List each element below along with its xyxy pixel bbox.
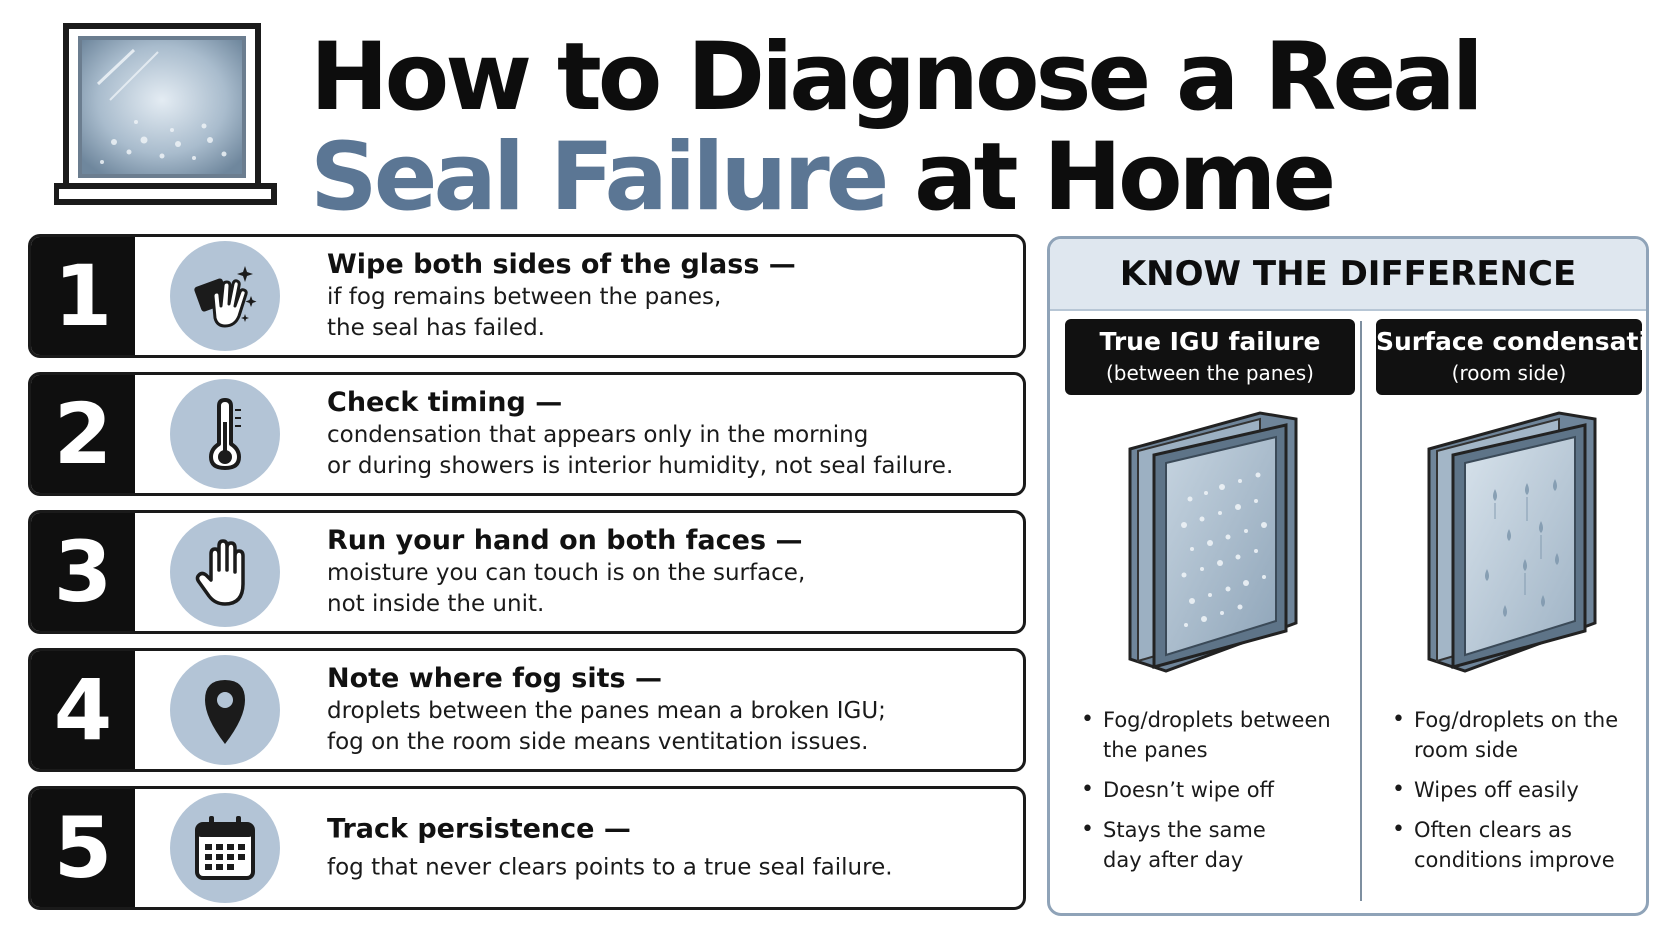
calendar-icon <box>170 793 280 903</box>
condensation-pane-icon <box>1427 411 1597 673</box>
bullet-line: day after day <box>1103 848 1244 872</box>
bullet-item: Stays the same day after day <box>1079 815 1355 875</box>
step-number: 4 <box>31 651 135 769</box>
bullet-item: Often clears as conditions improve <box>1390 815 1642 875</box>
step-body-line: the seal has failed. <box>327 315 545 341</box>
know-the-difference-panel: KNOW THE DIFFERENCE True IGU failure (be… <box>1047 236 1649 916</box>
column-bullets: Fog/droplets between the panes Doesn’t wi… <box>1065 705 1355 875</box>
hand-icon <box>170 517 280 627</box>
bullet-item: Doesn’t wipe off <box>1079 775 1355 805</box>
step-heading: Note where fog sits — <box>327 663 662 694</box>
step-5: 5 Track persistence — fog that never cle… <box>28 786 1026 910</box>
step-heading: Wipe both sides of the glass — <box>327 249 796 280</box>
step-body-line: fog that never clears points to a true s… <box>327 854 893 881</box>
step-heading: Run your hand on both faces — <box>327 525 803 556</box>
step-text: Run your hand on both faces — moisture y… <box>327 524 1017 620</box>
location-pin-icon <box>170 655 280 765</box>
step-text: Note where fog sits — droplets between t… <box>327 662 1017 758</box>
step-body: if fog remains between the panes, the se… <box>327 282 1017 344</box>
column-title: True IGU failure <box>1099 327 1321 356</box>
page-title: How to Diagnose a Real Seal Failure at H… <box>310 28 1650 228</box>
step-number: 3 <box>31 513 135 631</box>
title-accent: Seal Failure <box>310 123 889 232</box>
bullet-line: Often clears as <box>1414 818 1572 842</box>
bullet-item: Wipes off easily <box>1390 775 1642 805</box>
column-divider <box>1360 321 1362 901</box>
step-body-line: fog on the room side means ventitation i… <box>327 729 869 755</box>
bullet-item: Fog/droplets between the panes <box>1079 705 1355 765</box>
bullet-line: conditions improve <box>1414 848 1615 872</box>
column-bullets: Fog/droplets on the room side Wipes off e… <box>1376 705 1642 875</box>
step-text: Wipe both sides of the glass — if fog re… <box>327 248 1017 344</box>
step-heading: Check timing — <box>327 387 563 418</box>
column-subtitle: (room side) <box>1451 361 1567 385</box>
title-line-2: Seal Failure at Home <box>310 128 1650 228</box>
bullet-line: Doesn’t wipe off <box>1103 778 1275 802</box>
wiping-hand-icon <box>170 241 280 351</box>
step-1: 1 Wipe both sides of the glass — if fog … <box>28 234 1026 358</box>
step-body-line: if fog remains between the panes, <box>327 284 722 310</box>
bullet-line: Stays the same <box>1103 818 1266 842</box>
foggy-window-icon <box>54 23 277 205</box>
bullet-line: Fog/droplets on the <box>1414 708 1619 732</box>
step-body-line: not inside the unit. <box>327 591 545 617</box>
step-3: 3 Run your hand on both faces — moisture… <box>28 510 1026 634</box>
bullet-line: Wipes off easily <box>1414 778 1579 802</box>
step-body-line: or during showers is interior humidity, … <box>327 453 954 479</box>
step-4: 4 Note where fog sits — droplets between… <box>28 648 1026 772</box>
step-body-line: droplets between the panes mean a broken… <box>327 698 886 724</box>
column-title: Surface condensation <box>1376 327 1648 356</box>
bullet-line: the panes <box>1103 738 1208 762</box>
column-label: True IGU failure (between the panes) <box>1065 319 1355 395</box>
step-body: droplets between the panes mean a broken… <box>327 696 1017 758</box>
thermometer-icon <box>170 379 280 489</box>
bullet-line: room side <box>1414 738 1519 762</box>
step-body: moisture you can touch is on the surface… <box>327 558 1017 620</box>
step-number: 5 <box>31 789 135 907</box>
title-rest: at Home <box>885 123 1336 232</box>
step-text: Check timing — condensation that appears… <box>327 386 1017 482</box>
step-body-line: moisture you can touch is on the surface… <box>327 560 806 586</box>
column-label: Surface condensation (room side) <box>1376 319 1648 395</box>
title-line-1: How to Diagnose a Real <box>310 23 1484 132</box>
step-2: 2 Check timing — condensation that appea… <box>28 372 1026 496</box>
column-surface-condensation: Surface condensation (room side) <box>1376 319 1648 885</box>
step-body-line: condensation that appears only in the mo… <box>327 422 869 448</box>
step-body: condensation that appears only in the mo… <box>327 420 1017 482</box>
step-text: Track persistence — fog that never clear… <box>327 813 1017 884</box>
bullet-item: Fog/droplets on the room side <box>1390 705 1642 765</box>
step-number: 2 <box>31 375 135 493</box>
panel-heading: KNOW THE DIFFERENCE <box>1050 239 1646 311</box>
step-number: 1 <box>31 237 135 355</box>
bullet-line: Fog/droplets between <box>1103 708 1331 732</box>
step-body: fog that never clears points to a true s… <box>327 853 1017 884</box>
column-igu-failure: True IGU failure (between the panes) <box>1065 319 1355 885</box>
step-heading: Track persistence — <box>327 813 631 845</box>
fogged-igu-pane-icon <box>1128 411 1298 673</box>
column-subtitle: (between the panes) <box>1106 361 1314 385</box>
